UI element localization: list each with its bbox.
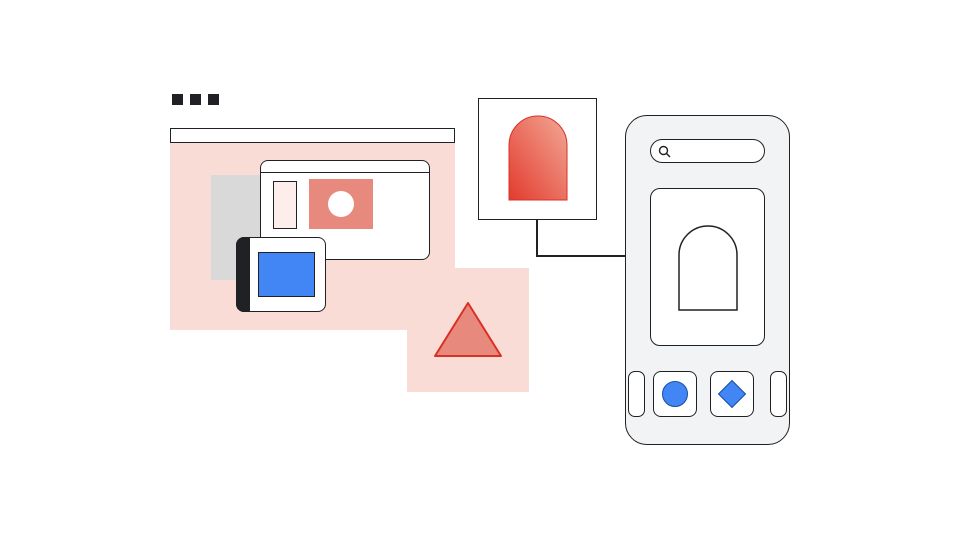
sidebar-placeholder <box>273 181 297 229</box>
bookmark-image <box>258 252 315 297</box>
connector-line-vertical <box>536 220 538 256</box>
arch-outline-icon <box>678 225 738 311</box>
connector-line-horizontal <box>536 255 626 257</box>
content-card-header <box>261 161 429 173</box>
window-dots <box>172 94 219 105</box>
dome-square-tile <box>478 98 597 220</box>
bookmark-spine <box>236 237 250 312</box>
phone-screen <box>650 188 765 346</box>
app-tile-diamond <box>710 371 754 417</box>
phone-device <box>625 115 790 445</box>
window-dot <box>172 94 183 105</box>
window-dot <box>208 94 219 105</box>
app-tile-circle <box>653 371 697 417</box>
diamond-icon <box>717 379 747 409</box>
side-tab-left <box>628 371 645 417</box>
media-thumbnail <box>309 179 373 229</box>
side-tab-right <box>770 371 787 417</box>
window-dot <box>190 94 201 105</box>
circle-icon <box>662 381 688 407</box>
triangle-icon <box>434 302 502 357</box>
dome-icon <box>508 115 568 201</box>
bookmark-card <box>236 237 326 312</box>
search-bar <box>650 139 765 163</box>
pink-square-tile <box>407 268 529 392</box>
browser-titlebar <box>170 128 455 143</box>
search-icon <box>658 145 671 157</box>
media-circle <box>328 191 354 217</box>
